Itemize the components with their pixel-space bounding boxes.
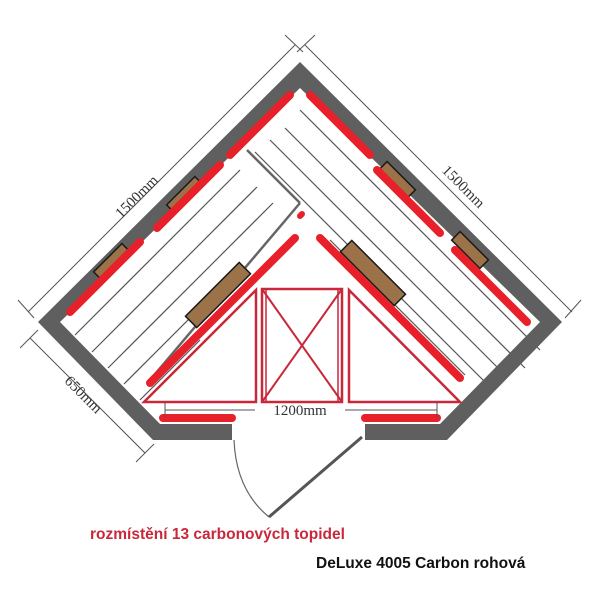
heater-5 [373,166,444,237]
floor-grates [140,286,463,404]
heater-2 [153,161,224,232]
heater-7 [146,234,299,387]
heater-3 [226,91,294,159]
heater-layout-caption: rozmístění 13 carbonových topidel [90,526,345,543]
heater-8 [316,234,464,382]
heater-12 [128,354,132,358]
heater-11 [297,211,305,219]
grate-center[interactable] [260,287,344,404]
dim-right-wall: 1500mm [438,163,487,212]
door-swing-arc [233,439,270,518]
door-leaf[interactable] [268,435,363,519]
dimension-lines [17,34,582,463]
dim-front-width: 1200mm [273,403,327,419]
model-name-caption: DeLuxe 4005 Carbon rohová [316,555,526,572]
heater-4 [306,91,374,159]
heater-6 [451,246,531,326]
grate-left-triangle [140,286,258,404]
door[interactable] [233,435,363,519]
heater-13 [470,354,472,356]
grate-right-triangle [347,286,463,404]
heater-1 [66,238,144,316]
carbon-heaters [66,91,531,422]
